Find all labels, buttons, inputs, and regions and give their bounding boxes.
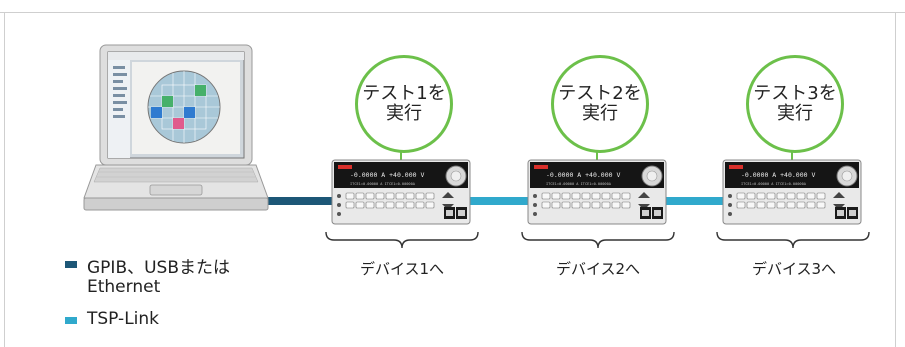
legend-tsp-swatch	[65, 317, 77, 324]
device-brace-3	[716, 231, 870, 249]
frame-top-border	[0, 12, 905, 13]
gpib-connection-line	[255, 197, 335, 205]
test-bubble-2-line2: 実行	[582, 103, 618, 124]
tsp-connection-line-2	[664, 197, 724, 205]
instrument-display-reading-2: -0.0000 A +40.000 V	[546, 171, 620, 179]
device-brace-1	[325, 231, 479, 249]
laptop-computer	[83, 44, 269, 211]
brand-mark	[729, 165, 743, 169]
tsp-connection-line-1	[468, 197, 528, 205]
brand-mark	[534, 165, 548, 169]
legend-tsp-label: TSP-Link	[87, 309, 160, 329]
source-meter-instrument-2: -0.0000 A +40.000 V ITCE1=0.00000 A ITCE1…	[527, 150, 667, 225]
device-label-2: デバイス2へ	[555, 260, 641, 278]
legend: GPIB、USBまたは Ethernet TSP-Link	[65, 250, 285, 340]
source-meter-instrument-3: -0.0000 A +40.000 V ITCE1=0.00000 A ITCE1…	[722, 150, 862, 225]
device-brace-2	[521, 231, 675, 249]
test-bubble-3-line2: 実行	[777, 103, 813, 124]
test-bubble-3: テスト3を 実行	[746, 55, 844, 153]
test-bubble-2-line1: テスト2を	[558, 83, 642, 104]
instrument-display-reading-1: -0.0000 A +40.000 V	[350, 171, 424, 179]
test-bubble-1: テスト1を 実行	[355, 55, 453, 153]
legend-gpib-swatch	[65, 261, 77, 268]
frame-left-border	[4, 12, 5, 347]
test-bubble-1-line2: 実行	[386, 103, 422, 124]
test-bubble-2: テスト2を 実行	[551, 55, 649, 153]
brand-mark	[338, 165, 352, 169]
frame-right-border	[895, 12, 896, 347]
legend-gpib-label-line2: Ethernet	[87, 277, 161, 297]
legend-gpib-label-line1: GPIB、USBまたは	[87, 258, 230, 278]
instrument-display-status-3: ITCE1=0.00000 A ITCE1=0.00000A	[741, 182, 807, 186]
source-meter-instrument-1: -0.0000 A +40.000 V ITCE1=0.00000 A ITCE1…	[331, 150, 471, 225]
device-label-3: デバイス3へ	[751, 260, 837, 278]
instrument-display-status-1: ITCE1=0.00000 A ITCE1=0.00000A	[350, 182, 416, 186]
test-bubble-3-line1: テスト3を	[753, 83, 837, 104]
instrument-display-reading-3: -0.0000 A +40.000 V	[741, 171, 815, 179]
device-label-1: デバイス1へ	[359, 260, 445, 278]
instrument-display-status-2: ITCE1=0.00000 A ITCE1=0.00000A	[546, 182, 612, 186]
test-bubble-1-line1: テスト1を	[362, 83, 446, 104]
